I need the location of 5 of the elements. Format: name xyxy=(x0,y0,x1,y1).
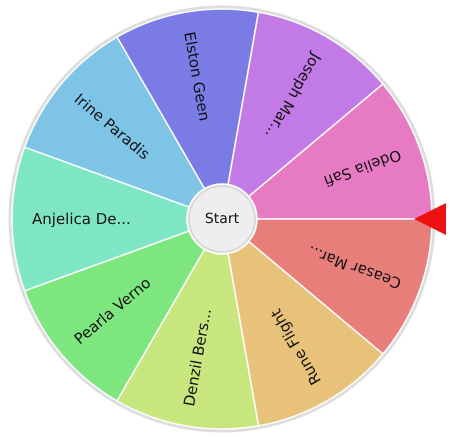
segment-label: Ceasar Mar... xyxy=(305,242,404,292)
segment-label: Elston Geen xyxy=(180,30,214,122)
segment-label: Odelia Safi xyxy=(321,146,404,190)
segment-label: Anjelica De... xyxy=(32,210,131,228)
segment-label: Denzil Bers... xyxy=(180,306,216,408)
